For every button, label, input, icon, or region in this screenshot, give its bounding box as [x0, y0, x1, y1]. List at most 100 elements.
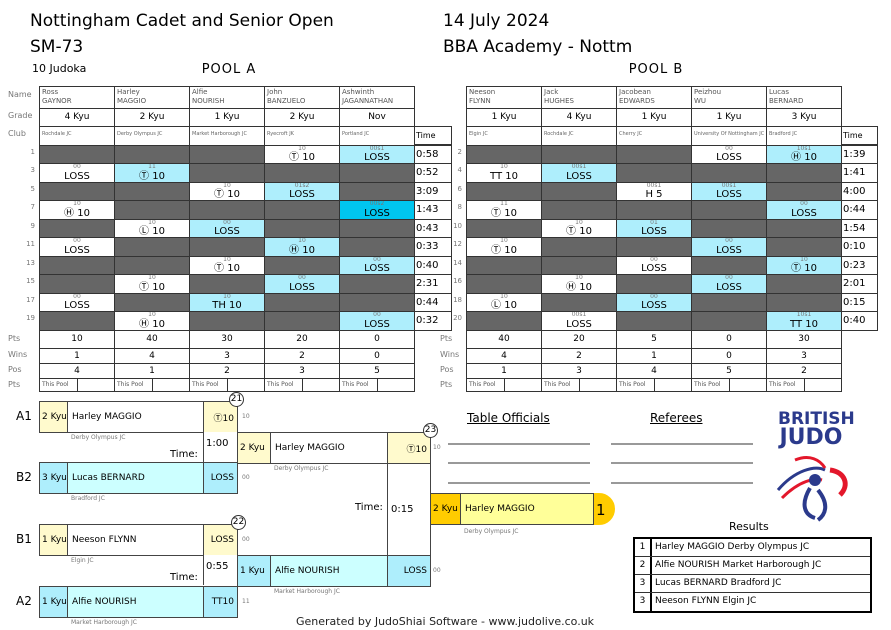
match-result: LOSS	[214, 226, 240, 237]
empty-cell	[39, 274, 115, 294]
match-time: 1:00	[203, 432, 238, 462]
divider	[654, 379, 655, 391]
bracket-name[interactable]: Alfie NOURISH	[270, 555, 388, 587]
match-number: 9	[30, 222, 35, 230]
bracket-name[interactable]: Harley MAGGIO	[270, 432, 388, 464]
first-name: Neeson	[469, 88, 496, 96]
bracket-name[interactable]: Lucas BERNARD	[67, 462, 204, 494]
bracket-points: 10	[433, 444, 441, 451]
wins-count: 2	[541, 348, 617, 364]
empty-cell	[541, 256, 617, 275]
bracket-grade: 2 Kyu	[430, 493, 461, 525]
last-name: EDWARDS	[619, 97, 655, 105]
row-label-pool_pts: Pts	[8, 380, 21, 389]
bracket-name[interactable]: Neeson FLYNN	[67, 524, 204, 556]
empty-cell	[541, 145, 617, 164]
bracket-name[interactable]: Harley MAGGIO	[67, 401, 204, 433]
player-grade: 3 Kyu	[766, 108, 842, 127]
result-place: 3	[635, 593, 652, 611]
match-result: LOSS	[716, 245, 742, 256]
first-name: Ross	[42, 88, 59, 96]
match-result: LOSS	[716, 189, 742, 200]
bracket-name[interactable]: Harley MAGGIO	[460, 493, 595, 525]
score-detail: 00	[650, 293, 658, 300]
empty-cell	[264, 311, 340, 331]
score-detail: 10	[298, 237, 306, 244]
bracket-grade: 2 Kyu	[237, 432, 271, 464]
divider	[504, 379, 505, 391]
match-result: Ⓣ 10	[139, 171, 165, 182]
match-time: 0:15	[387, 464, 431, 555]
player-grade: 2 Kyu	[264, 108, 340, 127]
player-grade: 1 Kyu	[691, 108, 767, 127]
result-name: Lucas BERNARD Bradford JC	[655, 578, 782, 588]
bracket-name[interactable]: Alfie NOURISH	[67, 586, 204, 618]
player-grade: Nov	[339, 108, 415, 127]
match-number: 5	[30, 185, 35, 193]
empty-cell	[189, 145, 265, 164]
empty-cell	[264, 219, 340, 238]
player-grade: 1 Kyu	[466, 108, 542, 127]
time-header: Time	[841, 126, 878, 145]
match-result: LOSS	[289, 189, 315, 200]
first-name: Ashwinth	[342, 88, 375, 96]
empty-cell	[114, 237, 190, 257]
score-detail: 00	[725, 274, 733, 281]
score-detail: 00	[373, 256, 381, 263]
this-pool-points: This Pool	[766, 378, 842, 392]
match-time: 0:44	[414, 293, 452, 312]
logo-text-1: BRITISH	[778, 409, 855, 429]
player-grade: 2 Kyu	[114, 108, 190, 127]
